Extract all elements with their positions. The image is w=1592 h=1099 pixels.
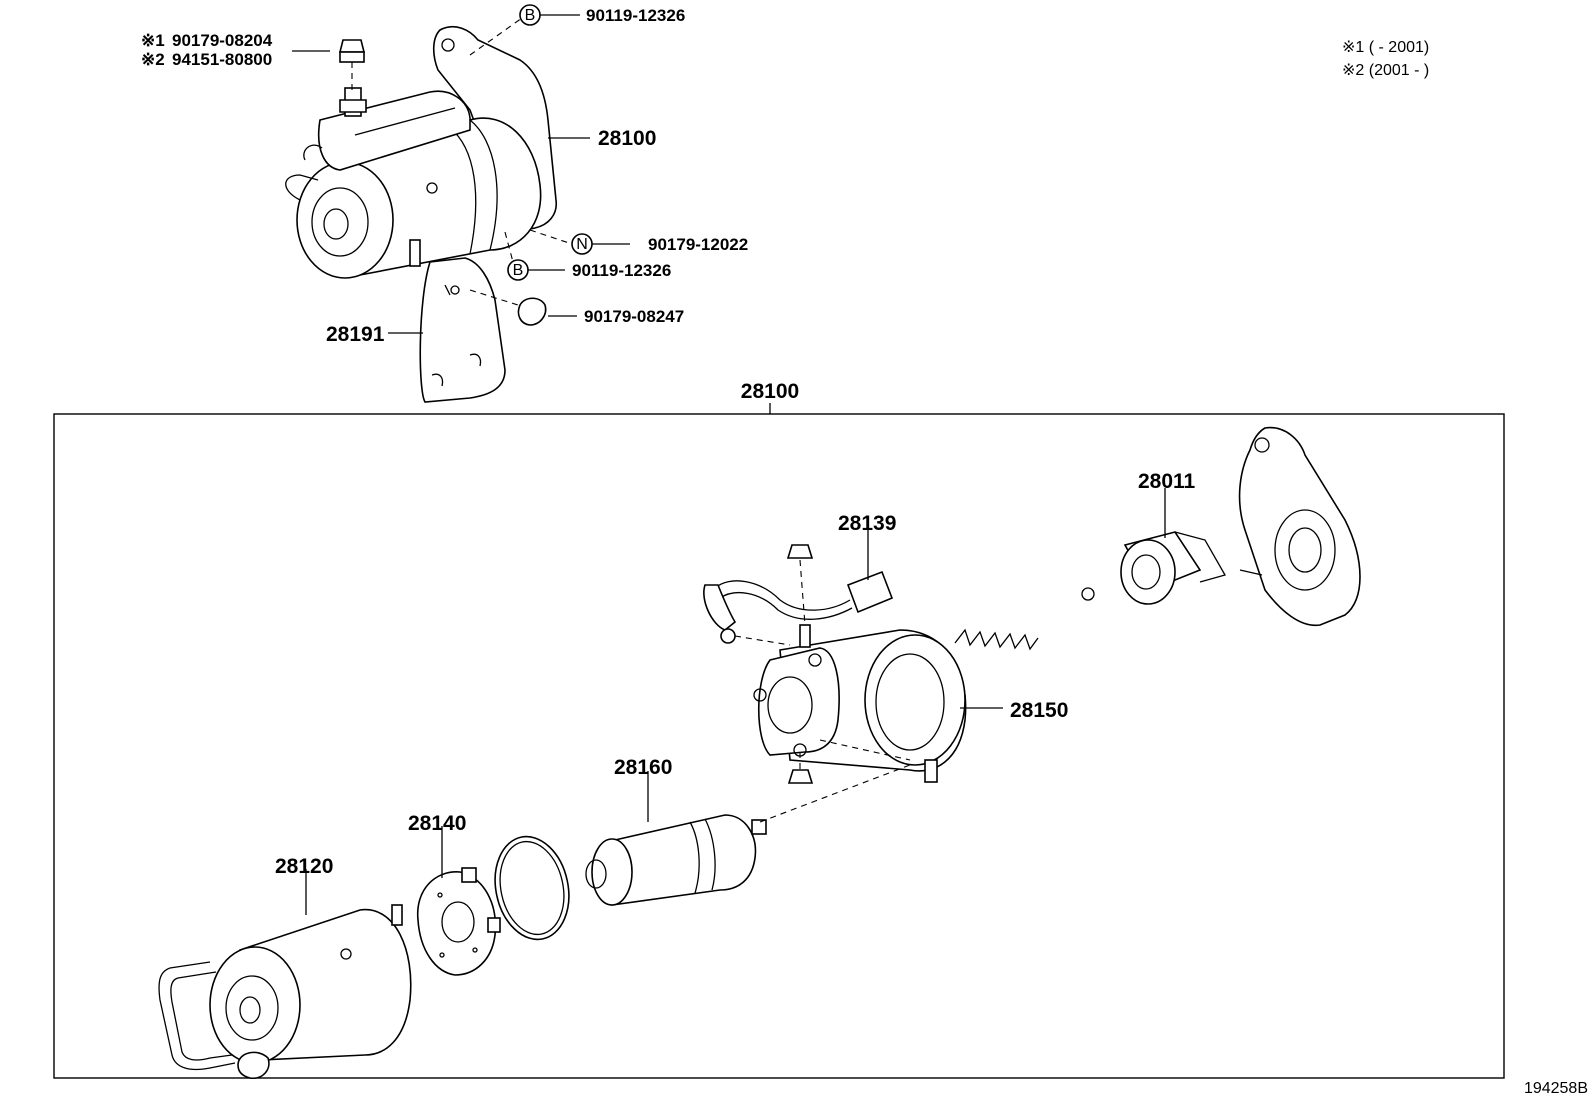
svg-text:※2: ※2	[141, 50, 165, 69]
bolt-b-symbol-bottom: B	[507, 259, 529, 281]
svg-text:94151-80800: 94151-80800	[172, 50, 272, 69]
svg-text:※1: ※1	[141, 31, 165, 50]
figure-id: 194258B	[1524, 1080, 1588, 1097]
terminal-nut-2-label: ※2 94151-80800	[141, 50, 272, 69]
legend-note-1: ※1 ( - 2001)	[1342, 39, 1429, 56]
part-number-nut-n: 90179-12022	[648, 235, 748, 254]
part-number-nut-bottom: 90179-08247	[584, 307, 684, 326]
part-number-bolt-bottom: 90119-12326	[572, 261, 671, 280]
svg-text:90179-08204: 90179-08204	[172, 31, 273, 50]
starter-assembly-illustration	[285, 25, 558, 403]
terminal-nut-1-label: ※1 90179-08204	[141, 31, 273, 50]
label-bracket-28191: 28191	[326, 323, 385, 346]
svg-text:B: B	[525, 7, 536, 24]
top-leader-lines	[292, 14, 630, 334]
bolt-b-symbol-top: B	[519, 4, 541, 26]
label-housing-28150: 28150	[1010, 699, 1068, 722]
yoke-illustration	[158, 904, 412, 1080]
label-clutch-28011: 28011	[1138, 470, 1196, 493]
drive-housing-illustration	[1238, 426, 1361, 627]
label-armature-28160: 28160	[614, 756, 672, 779]
nut-n-symbol: N	[571, 233, 593, 255]
label-lead-wire-28139: 28139	[838, 512, 896, 535]
label-starter-28100: 28100	[598, 127, 656, 150]
brush-holder-illustration	[416, 867, 501, 976]
pinion-clutch-illustration	[1081, 531, 1226, 605]
svg-text:B: B	[513, 262, 524, 279]
exploded-view-frame	[53, 413, 1505, 1079]
part-number-bolt-top: 90119-12326	[586, 6, 685, 25]
lead-wire-illustration	[703, 544, 894, 784]
label-brush-holder-28140: 28140	[408, 812, 466, 835]
o-ring-illustration	[494, 835, 570, 941]
spring-illustration	[954, 628, 1039, 651]
exploded-leader-lines	[305, 488, 1166, 915]
armature-illustration	[585, 814, 767, 906]
solenoid-housing-illustration	[753, 624, 967, 783]
label-exploded-28100: 28100	[741, 380, 799, 403]
legend-note-2: ※2 (2001 - )	[1342, 62, 1429, 79]
svg-text:N: N	[576, 236, 588, 253]
label-yoke-28120: 28120	[275, 855, 333, 878]
